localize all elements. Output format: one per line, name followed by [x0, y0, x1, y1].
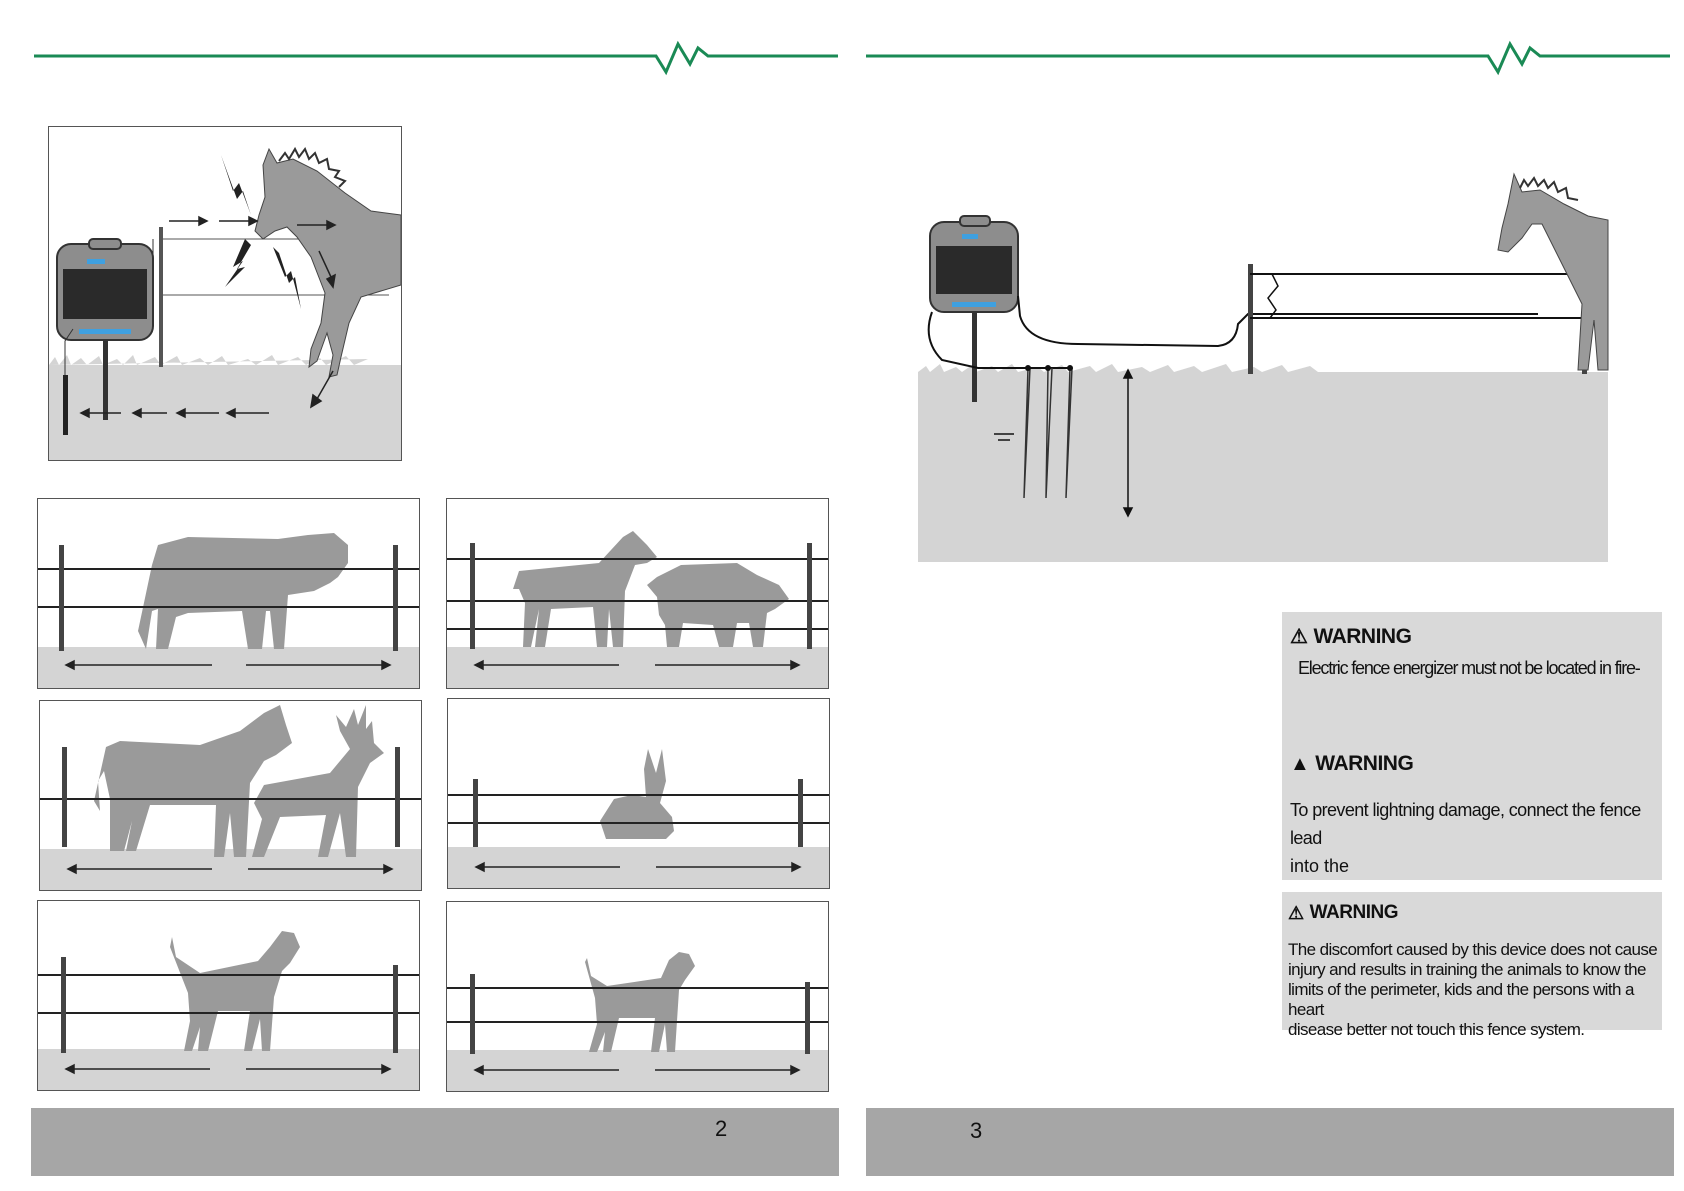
goat-pig-fence [446, 498, 829, 689]
warning-text: The discomfort caused by this device doe… [1288, 940, 1658, 1039]
horse-shock-diagram [48, 126, 402, 461]
footer-bar-left: 2 [31, 1108, 839, 1176]
grounding-installation-diagram [918, 172, 1609, 562]
warning-triangle-filled-icon: ▲ [1290, 752, 1310, 775]
lightning-bolt-icon [221, 155, 251, 215]
header-line-right [866, 40, 1670, 76]
lightning-bolt-icon [273, 247, 301, 309]
zigzag-logo-icon [866, 40, 1670, 76]
zebra-deer-fence [39, 700, 422, 891]
rabbit-fence [447, 698, 830, 889]
lightning-bolt-icon [225, 239, 251, 287]
small-dog-fence [446, 901, 829, 1092]
warning-panel-fire: ⚠ WARNING Electric fence energizer must … [1282, 612, 1662, 880]
warning-triangle-outline-icon: ⚠ [1288, 902, 1304, 923]
warning-title: ⚠ WARNING [1288, 902, 1398, 923]
cow-silhouette [138, 533, 348, 649]
horse-silhouette [254, 147, 401, 378]
energizer-device [56, 238, 154, 341]
pig-silhouette [647, 563, 789, 647]
zebra-silhouette [94, 705, 292, 857]
zigzag-logo-icon [34, 40, 838, 76]
energizer-device [929, 215, 1019, 313]
warning-title: ⚠ WARNING [1290, 624, 1412, 649]
horse-silhouette [1497, 172, 1609, 371]
warning-text: To prevent lightning damage, connect the… [1290, 800, 1641, 876]
warning-title: ▲ WARNING [1290, 752, 1414, 775]
cow-fence [37, 498, 420, 689]
warning-panel-discomfort: ⚠ WARNING The discomfort caused by this … [1282, 892, 1662, 1039]
large-dog-fence [37, 900, 420, 1091]
warning-text: Electric fence energizer must not be loc… [1298, 658, 1641, 678]
header-line-left [34, 40, 838, 76]
warning-triangle-outline-icon: ⚠ [1290, 626, 1308, 648]
page-number: 2 [715, 1116, 728, 1141]
dog-silhouette [170, 931, 300, 1051]
dog-silhouette [585, 952, 695, 1052]
page-number: 3 [970, 1118, 983, 1143]
footer-bar-right: 3 [866, 1108, 1674, 1176]
deer-silhouette [252, 705, 384, 857]
rabbit-silhouette [600, 749, 674, 839]
